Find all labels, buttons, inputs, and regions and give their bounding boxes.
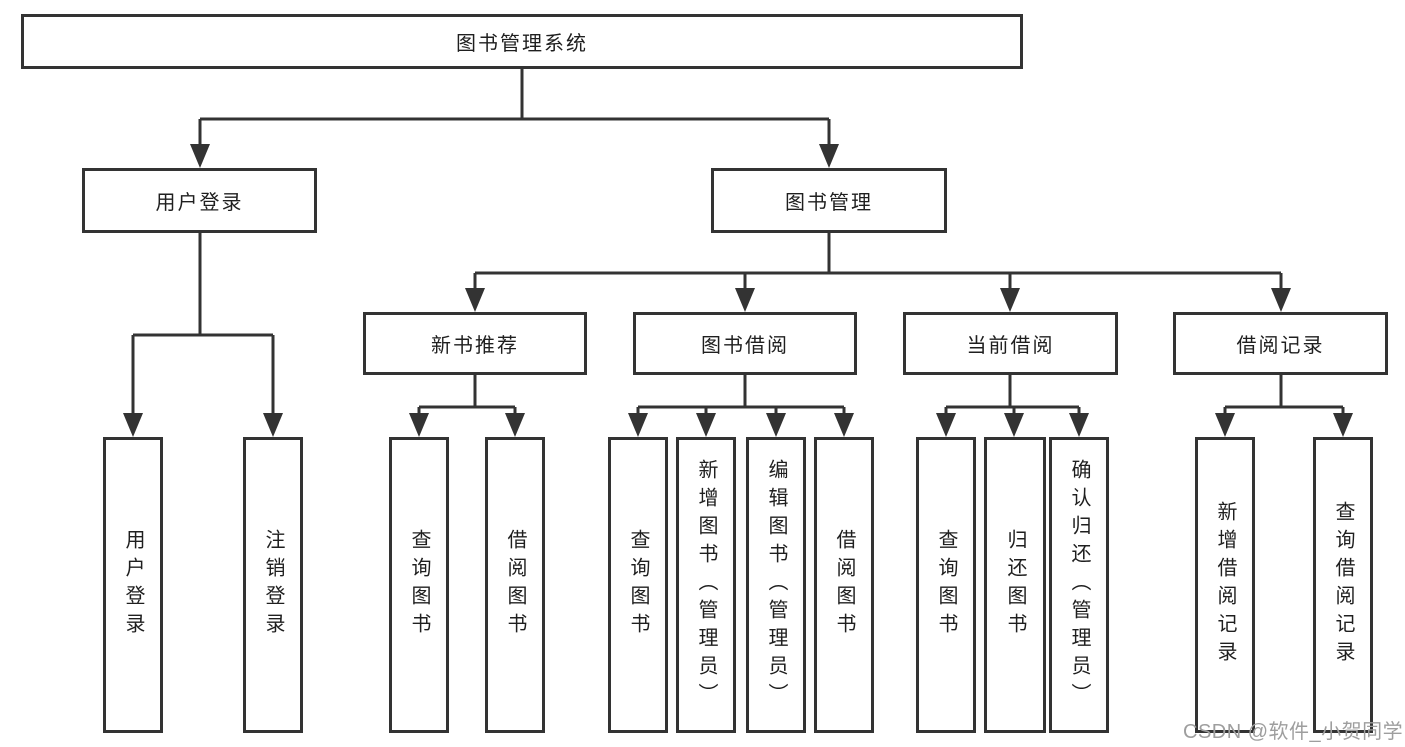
leaf-label: 新增借阅记录 (1214, 501, 1236, 669)
leaf-label: 查询图书 (408, 529, 430, 641)
node-user-login: 用户登录 (82, 168, 317, 233)
leaf-query-books-current: 查询图书 (916, 437, 976, 733)
leaf-query-books-borrowing: 查询图书 (608, 437, 668, 733)
leaf-query-books-recommend: 查询图书 (389, 437, 449, 733)
leaf-label: 确认归还（管理员） (1068, 459, 1090, 711)
leaf-logout: 注销登录 (243, 437, 303, 733)
leaf-label: 归还图书 (1004, 529, 1026, 641)
node-book-borrowing: 图书借阅 (633, 312, 857, 375)
node-label: 图书管理 (785, 192, 873, 214)
leaf-query-borrow-record: 查询借阅记录 (1313, 437, 1373, 733)
node-label: 图书借阅 (701, 335, 789, 357)
arrowhead-icons (123, 144, 1353, 437)
leaf-label: 查询图书 (935, 529, 957, 641)
node-label: 当前借阅 (966, 335, 1055, 357)
leaf-borrow-books-borrowing: 借阅图书 (814, 437, 874, 733)
node-book-management: 图书管理 (711, 168, 947, 233)
leaf-label: 查询借阅记录 (1332, 501, 1354, 669)
node-borrowing-records: 借阅记录 (1173, 312, 1388, 375)
node-label: 用户登录 (155, 192, 244, 214)
leaf-label: 用户登录 (122, 529, 144, 641)
node-label: 图书管理系统 (456, 33, 588, 55)
leaf-label: 查询图书 (627, 529, 649, 641)
node-label: 新书推荐 (431, 335, 519, 357)
leaf-label: 借阅图书 (833, 529, 855, 641)
csdn-watermark: CSDN @软件_小贺同学 (1183, 721, 1404, 743)
leaf-label: 新增图书（管理员） (695, 459, 717, 711)
leaf-return-books: 归还图书 (984, 437, 1046, 733)
leaf-add-borrow-record: 新增借阅记录 (1195, 437, 1255, 733)
leaf-borrow-books-recommend: 借阅图书 (485, 437, 545, 733)
leaf-confirm-return-admin: 确认归还（管理员） (1049, 437, 1109, 733)
leaf-label: 借阅图书 (504, 529, 526, 641)
leaf-label: 注销登录 (262, 529, 284, 641)
node-root-library-system: 图书管理系统 (21, 14, 1023, 69)
node-label: 借阅记录 (1236, 335, 1325, 357)
leaf-user-login: 用户登录 (103, 437, 163, 733)
connector-shafts (131, 69, 1345, 415)
leaf-add-books-admin: 新增图书（管理员） (676, 437, 736, 733)
leaf-edit-books-admin: 编辑图书（管理员） (746, 437, 806, 733)
node-current-borrowing: 当前借阅 (903, 312, 1118, 375)
leaf-label: 编辑图书（管理员） (765, 459, 787, 711)
node-new-book-recommend: 新书推荐 (363, 312, 587, 375)
